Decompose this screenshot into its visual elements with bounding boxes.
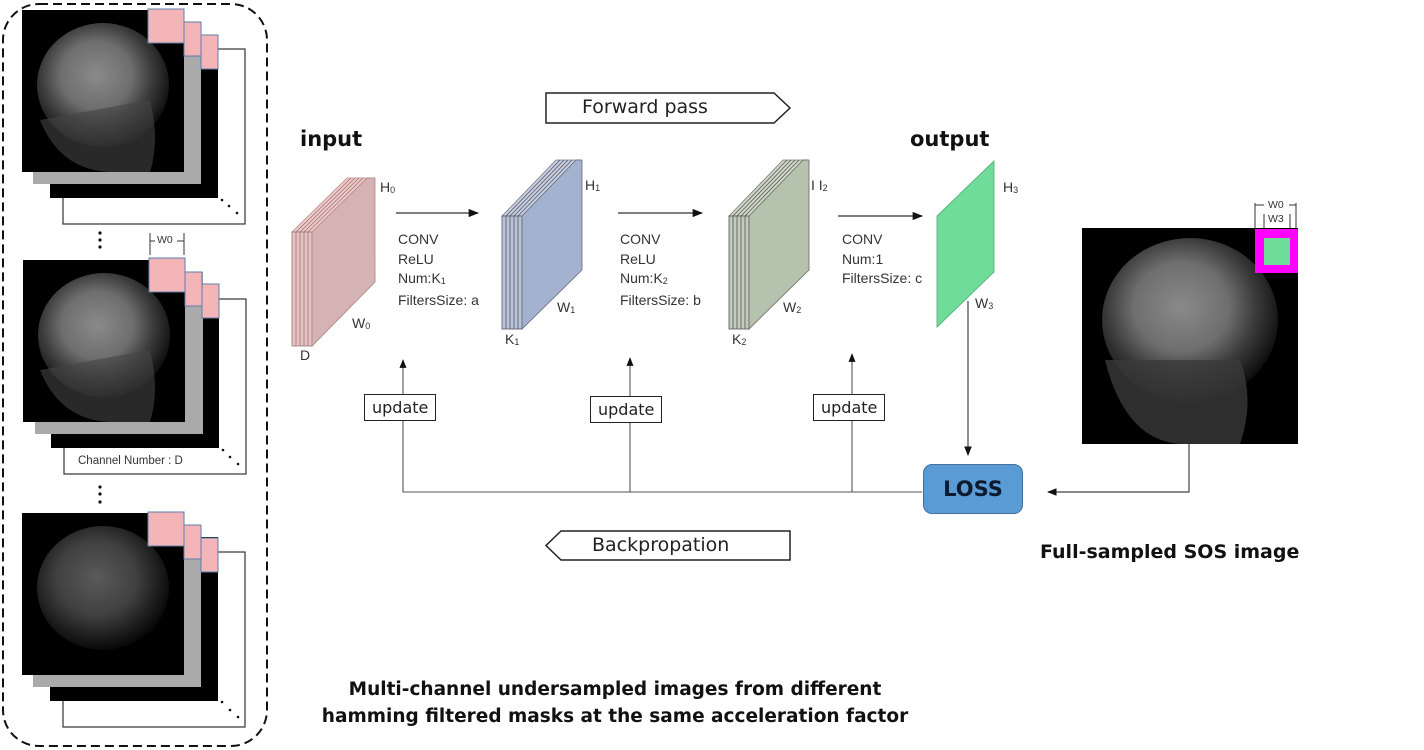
channel-number-label: Channel Number : D — [78, 455, 183, 467]
update-box-1: update — [364, 394, 437, 421]
update-box-2: update — [590, 396, 663, 423]
input-depth-label: D — [300, 347, 311, 363]
hidden1-h-label: H1 — [585, 177, 601, 193]
loss-node: LOSS — [923, 464, 1023, 514]
conv-spec-1: CONV ReLU Num:K1 FiltersSize: a — [398, 231, 479, 308]
reference-w3-label: W3 — [1268, 213, 1284, 225]
reference-w0-label: W0 — [1268, 199, 1284, 211]
backprop-banner — [544, 530, 791, 561]
output-title: output — [910, 127, 990, 151]
forward-pass-banner — [545, 92, 792, 124]
hidden2-w-label: W2 — [783, 299, 802, 315]
vertical-ellipsis-dots — [98, 231, 102, 504]
input-block — [291, 177, 376, 348]
patch-square — [148, 257, 186, 293]
output-w-label: W3 — [975, 295, 994, 311]
input-w-label: W0 — [352, 315, 371, 331]
input-panel-border — [2, 3, 268, 747]
hidden2-block — [728, 159, 810, 330]
input-h-label: H0 — [380, 179, 396, 195]
mri-stack-top — [22, 8, 246, 225]
backprop-line — [399, 359, 922, 493]
forward-pass-label: Forward pass — [582, 96, 708, 118]
hidden1-block — [501, 159, 583, 330]
hidden1-w-label: W1 — [557, 299, 576, 315]
patch-square — [147, 511, 185, 547]
conv-spec-2: CONV ReLU Num:K2 FiltersSize: b — [620, 231, 701, 308]
diagonal-ellipsis-dots — [220, 198, 240, 719]
mri-stack-bottom — [22, 511, 246, 728]
output-h-label: H3 — [1003, 179, 1019, 195]
input-caption: Multi-channel undersampled images from d… — [321, 679, 909, 727]
hidden2-h-label: I I2 — [811, 177, 828, 193]
reference-to-loss-arrow — [1047, 444, 1190, 496]
mri-stack-middle — [23, 233, 247, 475]
reference-caption: Full-sampled SOS image — [1040, 541, 1300, 563]
conv-spec-3: CONV Num:1 FiltersSize: c — [842, 231, 923, 286]
update-box-3: update — [813, 394, 886, 421]
output-block — [936, 160, 995, 328]
backprop-label: Backpropation — [592, 534, 730, 556]
stack-w0-label: W0 — [157, 234, 173, 246]
input-title: input — [300, 127, 363, 151]
reference-mri-image — [1082, 203, 1298, 444]
reference-patch-fill — [1264, 238, 1290, 265]
hidden2-depth-label: K2 — [732, 331, 747, 347]
patch-square — [147, 8, 185, 44]
hidden1-depth-label: K1 — [505, 331, 520, 347]
